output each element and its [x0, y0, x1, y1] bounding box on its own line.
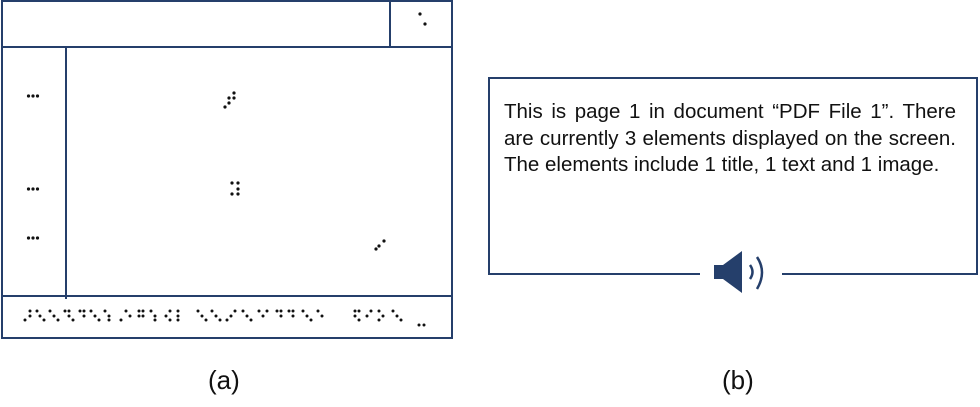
caption-a: (a) — [208, 365, 240, 395]
braille-left-column — [3, 46, 67, 299]
braille-text-line — [23, 309, 426, 327]
braille-glyph-image — [374, 239, 386, 251]
braille-main-area — [67, 46, 451, 299]
speech-description-box: This is page 1 in document “PDF File 1”.… — [488, 77, 978, 293]
speaker-icon — [714, 251, 764, 293]
braille-glyph-ellipsis-2 — [26, 187, 40, 191]
braille-glyph-text — [230, 181, 240, 196]
braille-top-bar — [3, 2, 451, 48]
braille-glyph-ellipsis-3 — [26, 236, 40, 240]
braille-glyph-top — [418, 12, 427, 26]
caption-b: (b) — [722, 365, 754, 395]
braille-glyph-ellipsis-1 — [26, 94, 40, 98]
speech-description-text: This is page 1 in document “PDF File 1”.… — [504, 100, 956, 176]
braille-glyph-title — [223, 91, 236, 109]
braille-top-right-cell — [389, 2, 451, 46]
braille-bottom-line — [3, 295, 451, 337]
braille-display-layout — [1, 0, 453, 339]
